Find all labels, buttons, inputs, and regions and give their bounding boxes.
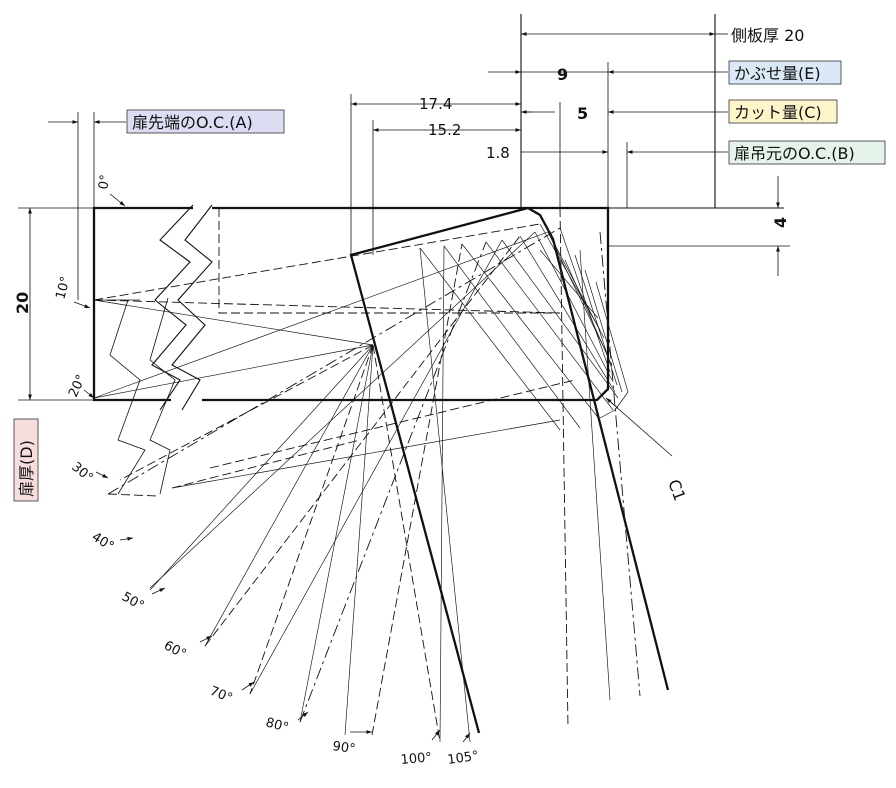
- trajectory-line: [93, 223, 541, 301]
- angle-label-40: 40°: [89, 530, 116, 555]
- trajectory-line: [539, 249, 599, 319]
- trajectory-line: [372, 344, 441, 743]
- cut-C-label: カット量(C): [734, 103, 822, 122]
- trajectory-line: [501, 239, 619, 399]
- angle-label-70: 70°: [208, 684, 235, 707]
- tag-overlay-E: かぶせ量(E): [728, 60, 842, 85]
- side-panel-thickness-label: 側板厚 20: [731, 26, 804, 45]
- dim-4: 4: [771, 217, 790, 228]
- angle-label-90: 90°: [331, 739, 356, 757]
- angle-arrow: [73, 301, 91, 309]
- trajectory-line: [171, 419, 561, 489]
- angle-arrow: [297, 711, 309, 721]
- angle-label-80: 80°: [264, 715, 290, 735]
- trajectory-line: [439, 245, 445, 743]
- trajectory-line: [564, 259, 613, 367]
- door-swing-trajectories: [93, 207, 641, 743]
- trajectory-line: [149, 231, 536, 589]
- tag-door-tip-oc-A: 扉先端のO.C.(A): [126, 109, 285, 134]
- trajectory-line: [119, 344, 374, 481]
- trajectory-line: [584, 269, 623, 393]
- overlay-E-label: かぶせ量(E): [734, 64, 821, 83]
- tag-hinge-oc-B: 扉吊元のO.C.(B): [728, 140, 886, 165]
- trajectory-line: [419, 247, 471, 743]
- trajectory-line: [249, 344, 374, 695]
- dim-17-4: 17.4: [419, 95, 452, 113]
- trajectory-line: [93, 299, 374, 346]
- trajectory-line: [485, 241, 614, 411]
- door-thickness-D-label: 扉厚(D): [17, 440, 36, 497]
- angle-label-0: 0°: [96, 174, 113, 191]
- dim-20-door: 20: [13, 292, 32, 314]
- trajectory-line: [93, 344, 374, 399]
- angle-label-10: 10°: [53, 275, 73, 301]
- trajectory-line: [299, 241, 487, 723]
- door-tip-oc-A-label: 扉先端のO.C.(A): [132, 113, 253, 132]
- dim-5: 5: [577, 104, 588, 123]
- angle-label-20: 20°: [66, 372, 89, 399]
- angle-labels: 0° 10° 20° 30° 40° 50° 60° 70° 80° 90° 1…: [53, 174, 479, 768]
- trajectory-line: [299, 344, 374, 723]
- dimension-texts: 9 5 17.4 15.2 1.8 4 20 側板厚 20 C1: [13, 26, 804, 503]
- dimension-lines: [18, 32, 790, 457]
- tag-cut-C: カット量(C): [728, 99, 838, 124]
- trajectory-line: [209, 379, 576, 469]
- trajectory-line: [419, 247, 561, 431]
- trajectory-line: [149, 344, 374, 591]
- dim-1-8: 1.8: [486, 144, 510, 162]
- trajectory-line: [599, 409, 616, 419]
- trajectory-line: [461, 243, 601, 421]
- ghost-door-edges: [94, 297, 361, 497]
- angle-label-30: 30°: [68, 460, 95, 486]
- angle-arrow: [119, 536, 134, 541]
- trajectory-line: [599, 231, 641, 697]
- trajectory-line: [204, 344, 374, 647]
- angle-arrow: [95, 471, 109, 479]
- angle-arrow: [83, 389, 95, 399]
- angle-arrow: [199, 635, 213, 643]
- trajectory-line: [519, 235, 616, 393]
- trajectory-line: [107, 227, 561, 495]
- trajectory-line: [574, 254, 618, 386]
- dim-9: 9: [557, 65, 568, 84]
- angle-label-100: 100°: [400, 750, 433, 768]
- angle-arrow: [462, 732, 471, 743]
- trajectory-line: [93, 231, 549, 399]
- trajectory-line: [559, 227, 611, 373]
- angle-label-60: 60°: [161, 638, 188, 662]
- trajectory-line: [595, 281, 629, 393]
- angle-arrows: [73, 301, 471, 743]
- trajectory-line: [559, 207, 569, 729]
- chamfer-label: C1: [664, 477, 689, 504]
- dim-15-2: 15.2: [428, 121, 461, 139]
- angle-arrow: [431, 729, 441, 741]
- trajectory-line: [534, 231, 613, 381]
- trajectory-line: [249, 239, 503, 695]
- hinge-oc-B-label: 扉吊元のO.C.(B): [734, 144, 855, 163]
- trajectory-line: [579, 249, 611, 701]
- angle-arrow: [241, 681, 255, 691]
- tag-door-thickness-D: 扉厚(D): [13, 418, 39, 502]
- door-open-105: [349, 206, 670, 734]
- trajectory-line: [371, 243, 463, 736]
- angle-label-105: 105°: [446, 749, 479, 768]
- trajectory-line: [443, 245, 581, 429]
- trajectory-line: [344, 344, 374, 736]
- angle-label-50: 50°: [119, 589, 146, 614]
- trajectory-line: [204, 235, 521, 647]
- trajectory-line: [554, 244, 605, 339]
- angle-arrow: [151, 587, 166, 595]
